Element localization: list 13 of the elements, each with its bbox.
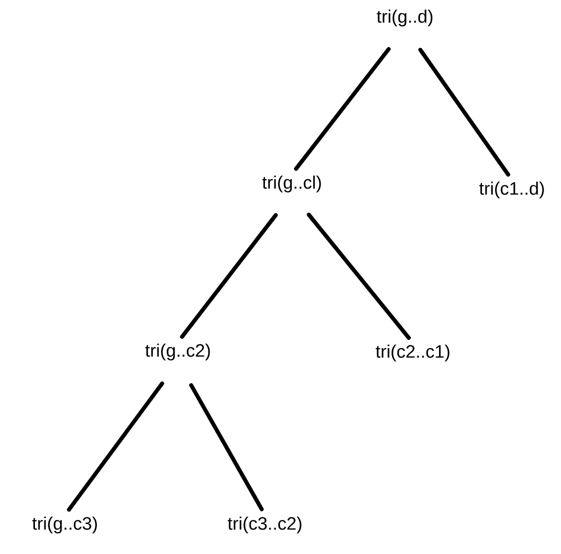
tree-line: [306, 212, 411, 340]
tree-line: [294, 47, 391, 171]
node-label: tri(g..cl): [262, 176, 321, 192]
node-label: tri(g..c3): [32, 516, 97, 534]
node-label: tri(g..d): [376, 10, 432, 26]
tree-line: [189, 383, 264, 512]
node-label: tri(g..c2): [145, 344, 210, 360]
tree-line: [418, 48, 510, 177]
tree-line: [180, 213, 278, 339]
tree-line: [66, 381, 164, 512]
node-label: tri(c2..c1): [376, 344, 450, 362]
node-label: tri(c1..d): [479, 182, 544, 198]
node-label: tri(c3..c2): [228, 516, 302, 534]
